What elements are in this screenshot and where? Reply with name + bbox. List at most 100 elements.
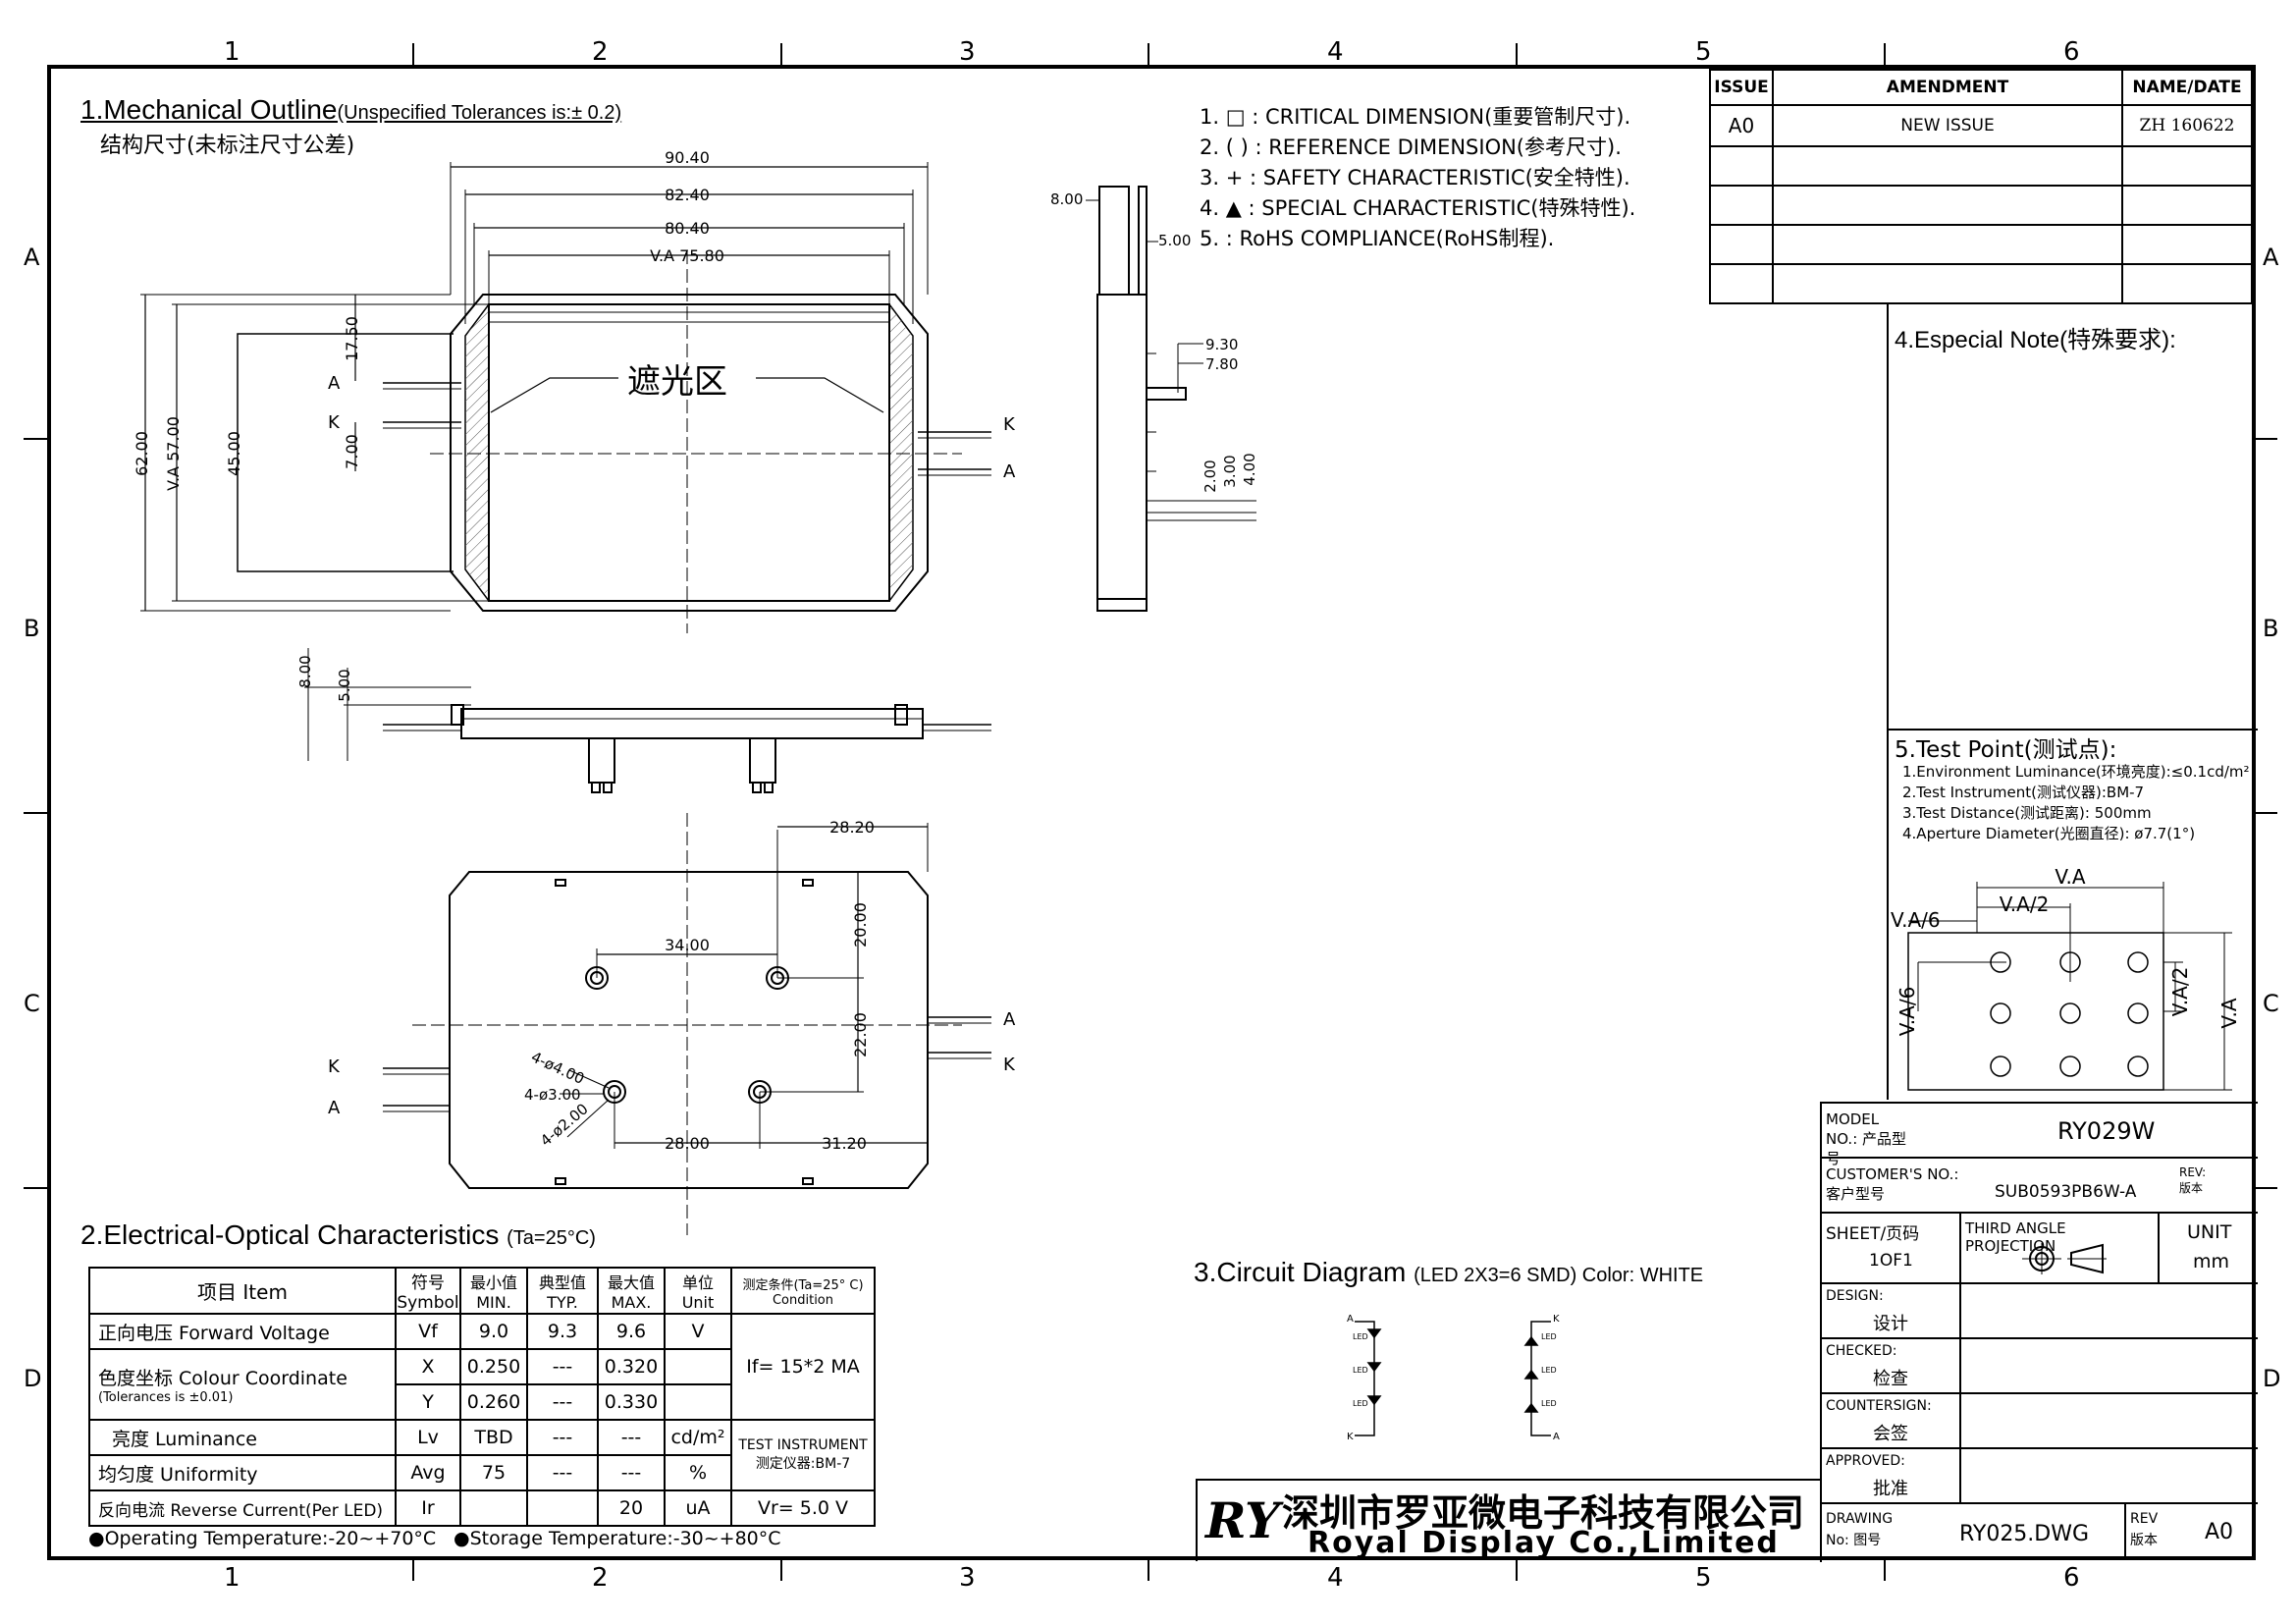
- title-block: MODEL NO.: 产品型号 RY029W CUSTOMER'S NO.: 客…: [1820, 1102, 2258, 1562]
- row-d-right: D: [2263, 1365, 2281, 1392]
- tb-model-row: MODEL NO.: 产品型号 RY029W: [1822, 1104, 2258, 1167]
- col-2-bottom: 2: [592, 1563, 609, 1593]
- col-3-bottom: 3: [959, 1563, 976, 1593]
- note-item: 3. + : SAFETY CHARACTERISTIC(安全特性).: [1200, 166, 1630, 189]
- col-1: 1: [224, 37, 240, 67]
- led-label: LED: [1541, 1399, 1557, 1408]
- eo-title-main: 2.Electrical-Optical Characteristics: [80, 1219, 500, 1250]
- dim-va-75-80: V.A 75.80: [650, 246, 724, 265]
- test-point-item: 1.Environment Luminance(环境亮度):≤0.1cd/m²: [1902, 763, 2250, 781]
- drawing-frame: [47, 65, 2256, 1560]
- tp-va-right: V.A: [2217, 998, 2241, 1028]
- operating-temp: ●Operating Temperature:-20~+70°C: [88, 1528, 437, 1549]
- back-dim-31-20: 31.20: [822, 1134, 867, 1153]
- back-pin-a: A: [328, 1098, 341, 1118]
- eo-title: 2.Electrical-Optical Characteristics (Ta…: [80, 1219, 596, 1251]
- row-c-right: C: [2263, 990, 2279, 1017]
- tb-rev2-value: A0: [2205, 1520, 2234, 1544]
- back-dim-34-00: 34.00: [665, 936, 710, 954]
- note-item: 5. : RoHS COMPLIANCE(RoHS制程).: [1200, 227, 1555, 250]
- mech-title: 1.Mechanical Outline(Unspecified Toleran…: [80, 94, 621, 126]
- tb-drawing-value: RY025.DWG: [1959, 1522, 2090, 1546]
- led-label: LED: [1541, 1366, 1557, 1375]
- row-a-right: A: [2263, 244, 2279, 271]
- circuit-a-right: A: [1553, 1432, 1560, 1442]
- dim-90-40: 90.40: [665, 148, 710, 167]
- eo-row-forward-voltage: 正向电压 Forward Voltage Vf 9.0 9.3 9.6 V If…: [88, 1313, 876, 1421]
- side-dim-7-80: 7.80: [1205, 355, 1238, 373]
- mech-tolerance: (Unspecified Tolerances is:± 0.2): [337, 102, 622, 124]
- dim-82-40: 82.40: [665, 186, 710, 204]
- tb-sheet-value: 1OF1: [1869, 1251, 1913, 1271]
- dim-80-40: 80.40: [665, 219, 710, 238]
- notes-list: 1. □ : CRITICAL DIMENSION(重要管制尺寸). 2. ( …: [1200, 102, 1635, 254]
- company-name-en: Royal Display Co.,Limited: [1308, 1526, 1780, 1560]
- dim-62-00: 62.00: [133, 431, 151, 476]
- eo-head-unit: 单位 Unit: [664, 1267, 732, 1315]
- tp-va-top: V.A: [2055, 865, 2085, 889]
- side-dim-2-00: 2.00: [1201, 460, 1219, 492]
- back-pin-k-right: K: [1003, 1055, 1016, 1075]
- tp-va-half-right: V.A/2: [2168, 967, 2192, 1017]
- dim-va-57-00: V.A 57.00: [164, 416, 183, 491]
- bottom-dim-8-00: 8.00: [296, 655, 314, 687]
- tp-va-sixth-top: V.A/6: [1891, 908, 1941, 932]
- rev-head-name-date: NAME/DATE: [2121, 69, 2253, 106]
- dim-7-00: 7.00: [343, 434, 361, 469]
- back-dim-28-00: 28.00: [665, 1134, 710, 1153]
- eo-head-typ: 典型值 TYP.: [526, 1267, 599, 1315]
- circuit-diagram: A K K A LED LED LED LED LED LED: [1347, 1314, 1560, 1442]
- tb-design-row: DESIGN: 设计: [1822, 1284, 2258, 1339]
- tb-rev2-label: REV 版本: [2130, 1511, 2159, 1548]
- circuit-k-right: K: [1553, 1314, 1560, 1325]
- mechanical-drawing: 90.40 82.40 80.40 V.A 75.80 62.00 V.A 57…: [133, 148, 1256, 1235]
- eo-row-colour-y: Y 0.260 --- 0.330: [89, 1383, 875, 1421]
- eo-head-max: 最大值 MAX.: [597, 1267, 666, 1315]
- pin-k-right: K: [1003, 414, 1016, 435]
- side-dim-5-00: 5.00: [1158, 232, 1191, 249]
- side-dim-8-00: 8.00: [1050, 190, 1083, 208]
- company-banner: RY 深圳市罗亚微电子科技有限公司 Royal Display Co.,Limi…: [1196, 1479, 1822, 1561]
- especial-title: 4.Especial Note(特殊要求):: [1895, 327, 2176, 353]
- test-point-item: 2.Test Instrument(测试仪器):BM-7: [1902, 784, 2145, 801]
- test-point-item: 3.Test Distance(测试距离): 500mm: [1902, 804, 2152, 822]
- back-pin-k: K: [328, 1056, 341, 1077]
- rev-head-issue: ISSUE: [1709, 69, 1774, 106]
- tb-customer-label: CUSTOMER'S NO.: 客户型号: [1826, 1165, 1959, 1203]
- eo-cond-vr: Vr= 5.0 V: [730, 1489, 876, 1527]
- tb-approved-label: APPROVED:: [1826, 1453, 1905, 1469]
- tb-design-label: DESIGN:: [1826, 1288, 1884, 1304]
- col-4-bottom: 4: [1327, 1563, 1344, 1593]
- tp-va-sixth-left: V.A/6: [1896, 987, 1919, 1037]
- back-dim-hole-2: 4-ø2.00: [537, 1100, 592, 1150]
- note-item: 4. ▲ : SPECIAL CHARACTERISTIC(特殊特性).: [1200, 196, 1636, 220]
- led-label: LED: [1353, 1332, 1368, 1341]
- led-label: LED: [1353, 1399, 1368, 1408]
- tb-sheet-row: SHEET/页码 1OF1 THIRD ANGLE PROJECTION UNI…: [1822, 1214, 2258, 1284]
- side-dim-9-30: 9.30: [1205, 336, 1238, 353]
- eo-row-luminance: 亮度 Luminance Lv TBD --- --- cd/m² TEST I…: [88, 1419, 876, 1491]
- eo-head-symbol: 符号 Symbol: [395, 1267, 461, 1315]
- col-5-bottom: 5: [1695, 1563, 1712, 1593]
- tb-customer-value: SUB0593PB6W-A: [1995, 1182, 2137, 1202]
- col-4: 4: [1327, 37, 1344, 67]
- especial-panel: [1887, 304, 2258, 731]
- col-2: 2: [592, 37, 609, 67]
- tb-countersign-label: COUNTERSIGN:: [1826, 1398, 1932, 1414]
- tb-model-label: MODEL NO.: 产品型号: [1826, 1110, 1907, 1167]
- circuit-desc: (LED 2X3=6 SMD) Color: WHITE: [1414, 1265, 1704, 1286]
- row-b: B: [24, 615, 40, 642]
- storage-temp: ●Storage Temperature:-30~+80°C: [454, 1528, 781, 1549]
- eo-row-reverse-current: 反向电流 Reverse Current(Per LED) Ir 20 uA V…: [88, 1489, 876, 1527]
- side-dim-4-00: 4.00: [1241, 453, 1256, 485]
- mech-subtitle-cn: 结构尺寸(未标注尺寸公差): [100, 134, 355, 158]
- tb-countersign-row: COUNTERSIGN: 会签: [1822, 1394, 2258, 1449]
- note-item: 1. □ : CRITICAL DIMENSION(重要管制尺寸).: [1200, 105, 1631, 129]
- row-b-right: B: [2263, 615, 2279, 642]
- eo-head-min: 最小值 MIN.: [459, 1267, 528, 1315]
- eo-condition: (Ta=25°C): [507, 1227, 596, 1249]
- pin-a-right: A: [1003, 461, 1016, 482]
- pin-a-left: A: [328, 373, 341, 394]
- eo-head-condition: 测定条件(Ta=25° C) Condition: [730, 1267, 876, 1315]
